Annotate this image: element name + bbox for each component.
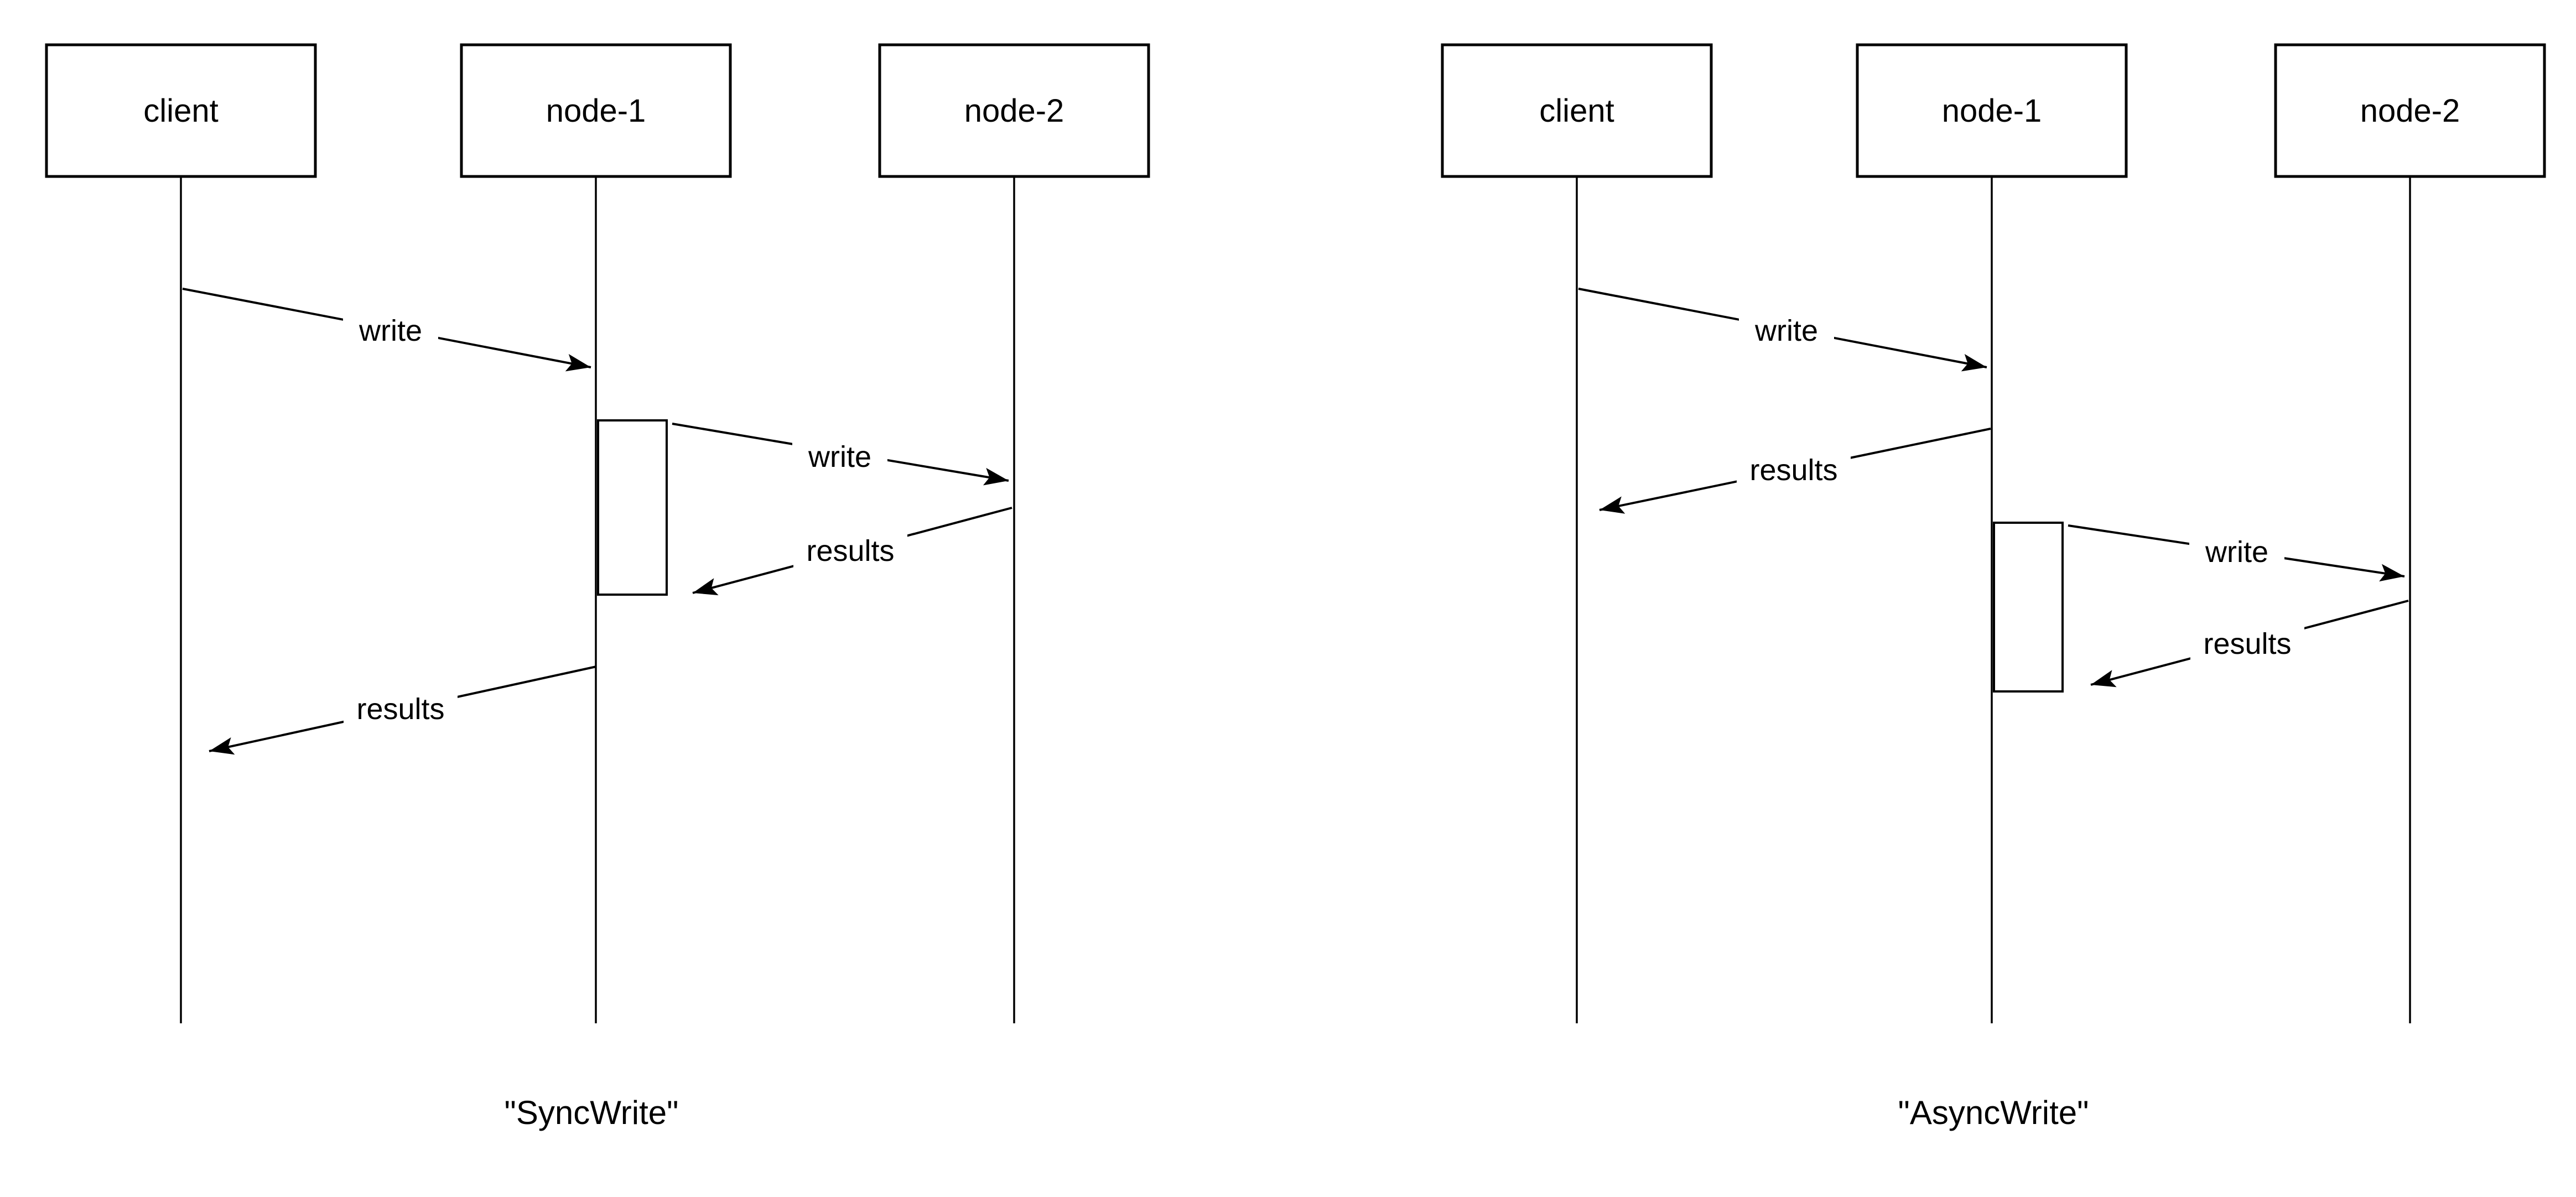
label-background: [2189, 534, 2284, 569]
message-results-node1-client: results: [1599, 428, 1991, 514]
actor-box: [460, 43, 732, 178]
actor-client: client: [1441, 43, 1713, 178]
message-label: results: [356, 693, 444, 726]
message-label: results: [806, 534, 894, 568]
actor-node-2: node-2: [878, 43, 1150, 178]
message-write-client-node1: write: [1578, 288, 1987, 372]
message-label: results: [2203, 627, 2291, 660]
label-background: [792, 439, 887, 473]
actor-box: [45, 43, 317, 178]
diagram-asyncwrite: client node-1 node-2 write results: [1441, 43, 2546, 1131]
actor-label: node-2: [2360, 93, 2460, 129]
actor-box: [878, 43, 1150, 178]
message-results-node2-node1: results: [2090, 600, 2409, 688]
label-background: [1739, 313, 1834, 347]
actor-label: client: [143, 93, 218, 129]
message-label: results: [1749, 454, 1837, 487]
actor-label: node-1: [1942, 93, 2042, 129]
actor-node-1: node-1: [1856, 43, 2128, 178]
actor-box: [1856, 43, 2128, 178]
message-write-client-node1: write: [182, 288, 591, 372]
message-label: write: [1754, 314, 1818, 347]
label-background: [343, 313, 438, 347]
actor-box: [2274, 43, 2546, 178]
message-results-node2-node1: results: [692, 507, 1012, 596]
label-background: [344, 691, 458, 726]
actor-node-2: node-2: [2274, 43, 2546, 178]
actor-label: node-1: [546, 93, 646, 129]
label-background: [2190, 626, 2304, 660]
label-background: [793, 533, 907, 568]
message-label: write: [2205, 535, 2268, 569]
diagram-caption: "AsyncWrite": [1898, 1094, 2089, 1131]
actor-label: client: [1539, 93, 1614, 129]
actor-box: [1441, 43, 1713, 178]
label-background: [1737, 452, 1851, 487]
message-write-node1-node2: write: [2068, 524, 2405, 582]
message-write-node1-node2: write: [672, 423, 1009, 486]
actor-node-1: node-1: [460, 43, 732, 178]
message-label: write: [359, 314, 422, 347]
actor-label: node-2: [964, 93, 1064, 129]
diagram-caption: "SyncWrite": [505, 1094, 679, 1131]
message-results-node1-client: results: [209, 665, 597, 755]
actor-client: client: [45, 43, 317, 178]
message-label: write: [808, 440, 871, 473]
diagram-syncwrite: client node-1 node-2 write write re: [45, 43, 1150, 1131]
activation-bar: [597, 419, 668, 596]
activation-bar: [1993, 522, 2064, 693]
